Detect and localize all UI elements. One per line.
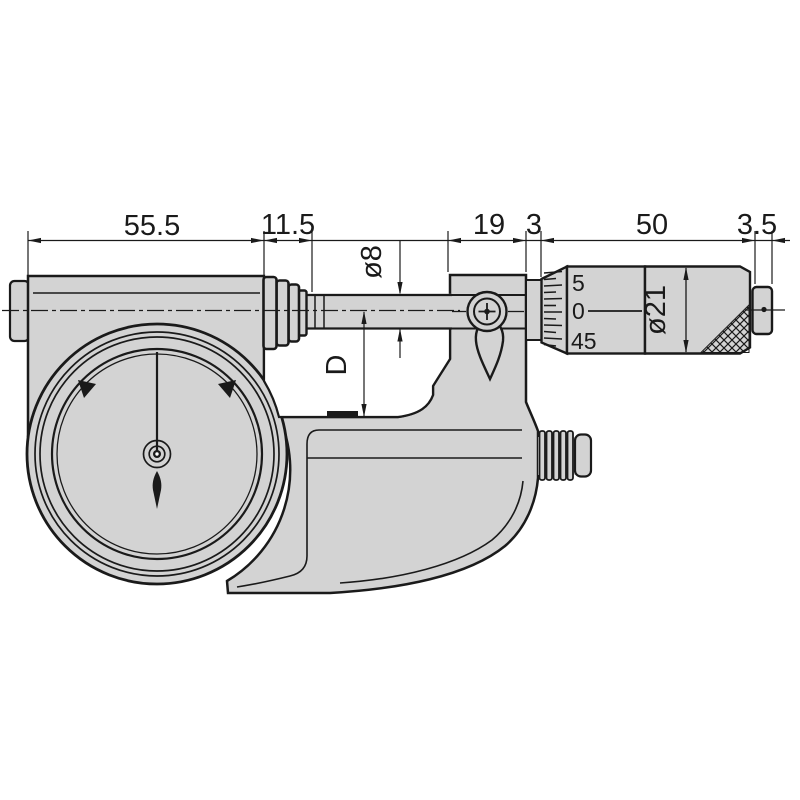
dimension-label-11-5: 11.5 <box>261 209 315 241</box>
dimension-label-55-5: 55.5 <box>124 210 180 242</box>
bellows-boot <box>262 275 308 351</box>
dimension-label-3-5: 3.5 <box>737 209 777 241</box>
limit-marker-left <box>78 380 96 398</box>
clamp-screw <box>466 290 508 333</box>
stud-tip <box>573 433 593 478</box>
dimension-label-3: 3 <box>526 209 542 241</box>
dimension-label-50: 50 <box>636 209 668 241</box>
dimension-label-thimble-dia: ø21 <box>640 285 672 335</box>
dimension-label-depth: D <box>321 355 353 376</box>
dial-needle <box>142 352 172 509</box>
dimension-depth: D <box>321 311 367 417</box>
thimble-scale-upper: 5 <box>572 270 585 296</box>
dimension-thimble-diameter: ø21 <box>640 267 689 353</box>
thimble-scale-index: 0 <box>572 298 585 324</box>
limit-marker-right <box>218 380 236 398</box>
frame-inner-contour <box>236 429 522 588</box>
sleeve <box>525 279 543 341</box>
dimension-label-spindle-dia: ø8 <box>356 245 388 279</box>
thimble-scale-lower: 45 <box>571 328 597 354</box>
spindle-notch <box>262 326 452 419</box>
lock-lever <box>474 316 505 382</box>
dimension-label-19: 19 <box>473 209 505 241</box>
needle-tail <box>152 471 162 509</box>
extension-lines <box>27 231 773 292</box>
threaded-stud <box>538 430 593 481</box>
needle-hub <box>142 439 172 469</box>
micrometer-body: 5 0 45 <box>2 264 785 595</box>
measuring-pad <box>327 411 358 417</box>
dimension-arrows <box>28 237 785 244</box>
frame-inner-contour-2 <box>339 480 524 584</box>
dial-bezel-rings <box>34 331 280 577</box>
cap-center-dot <box>761 306 767 313</box>
knurling <box>699 303 750 353</box>
dimension-spindle-diameter: ø8 <box>356 241 403 358</box>
thimble-scale-face <box>565 265 647 355</box>
dimension-layer: 55.5 11.5 19 3 50 3.5 ø8 D ø21 <box>27 209 790 417</box>
thimble-graduations <box>543 270 563 347</box>
